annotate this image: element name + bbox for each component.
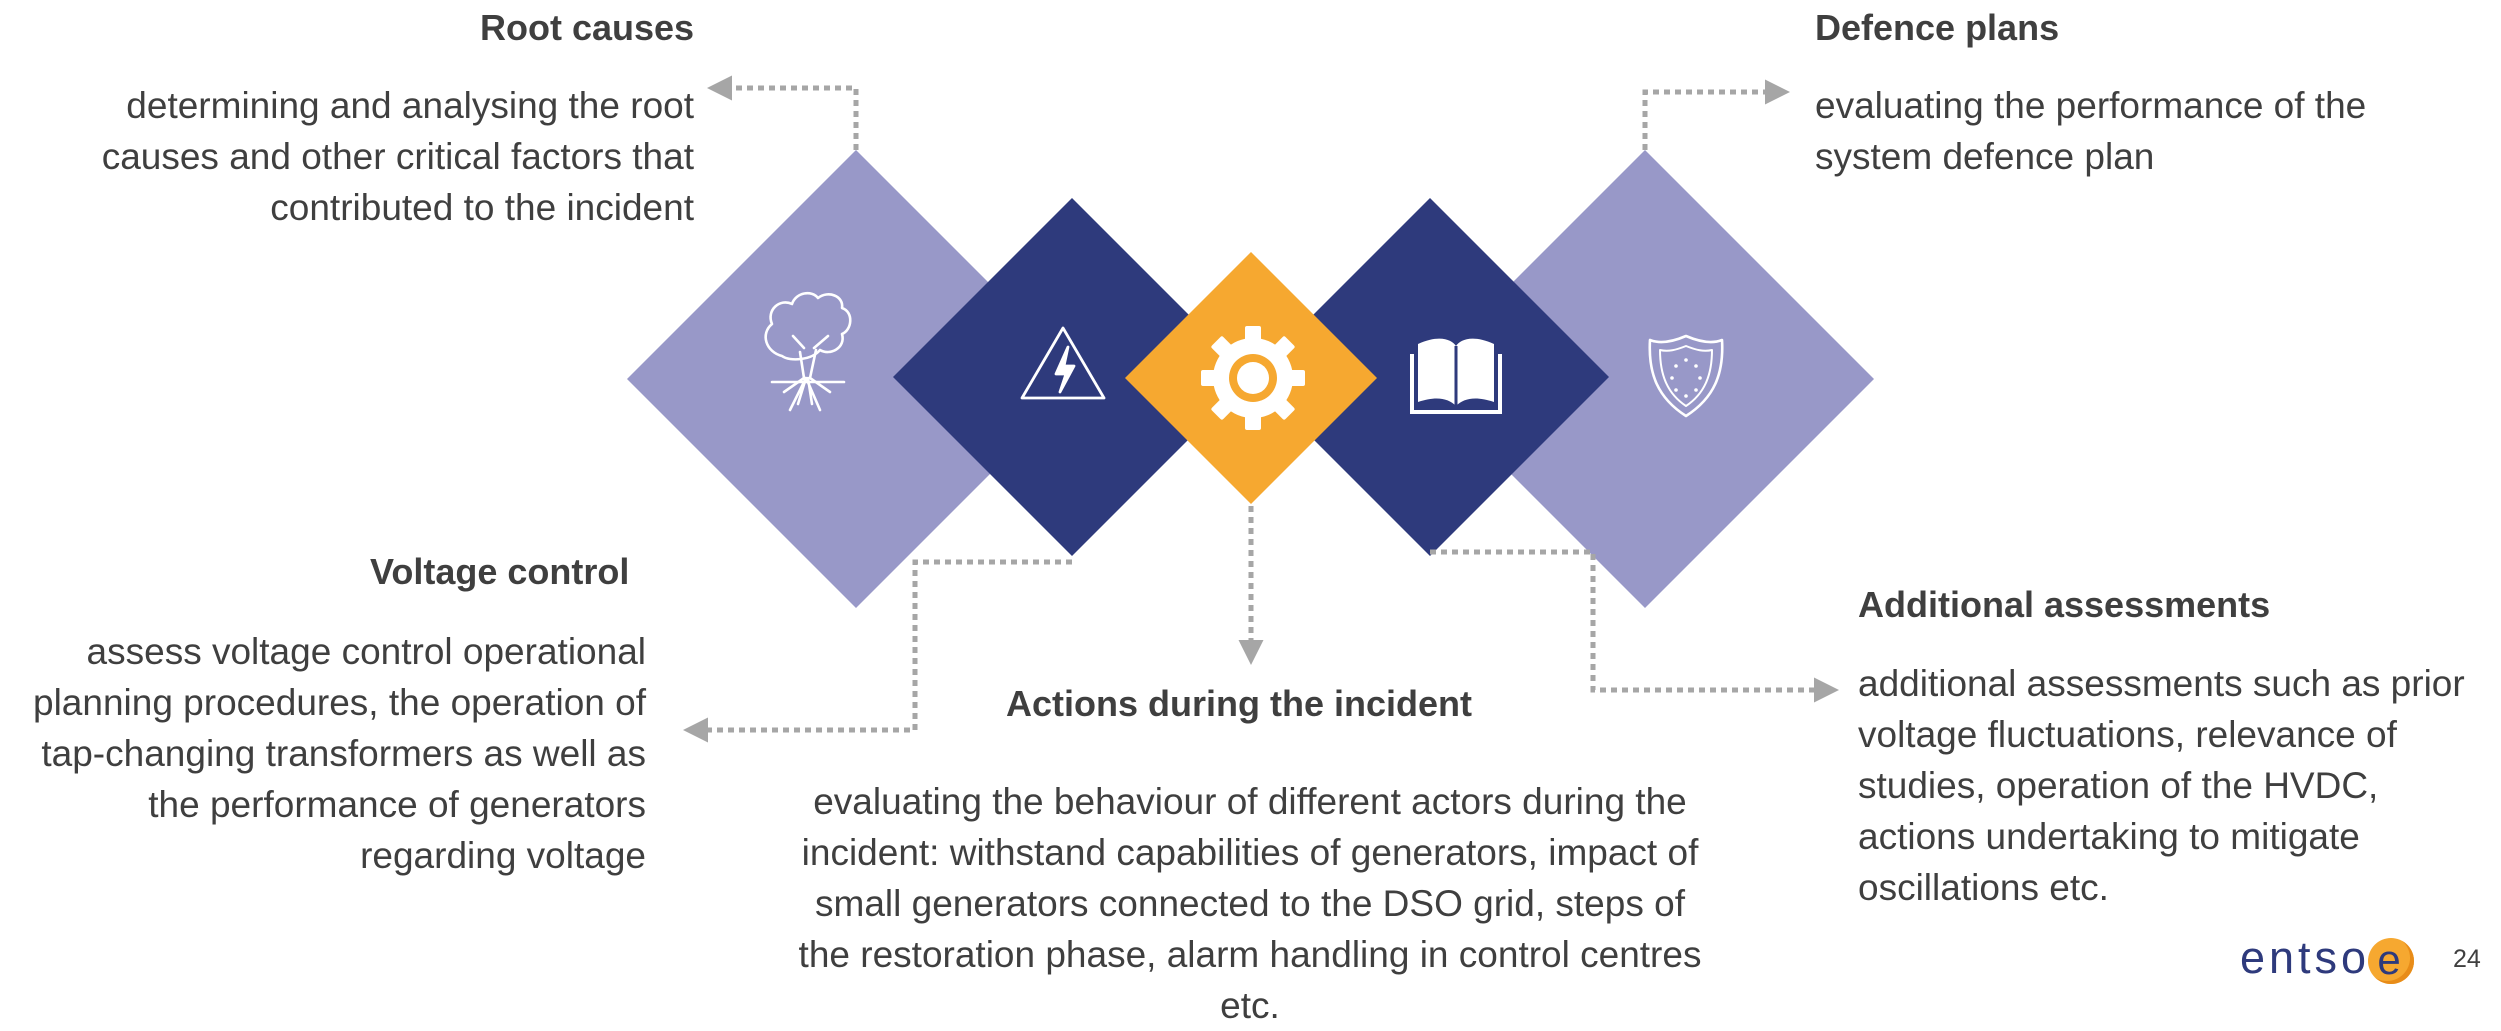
root-causes-title: Root causes — [480, 7, 695, 48]
connectors — [683, 75, 1839, 743]
shield-icon — [1648, 334, 1724, 418]
additional-assessments-text: additional assessments such as prior vol… — [1858, 663, 2465, 908]
root-causes-diamond — [627, 150, 1085, 608]
page-number: 24 — [2453, 945, 2481, 973]
voltage-control-diamond — [893, 198, 1251, 556]
voltage-control-title: Voltage control — [370, 551, 630, 592]
logo-e-icon: e — [2368, 938, 2415, 985]
actions-incident-text: evaluating the behaviour of different ac… — [798, 781, 1702, 1026]
logo-text: entso — [2240, 932, 2371, 983]
root-causes-text: determining and analysing the root cause… — [101, 85, 694, 228]
high-voltage-warning-icon — [1020, 326, 1106, 400]
connector-root-causes — [707, 75, 859, 150]
connector-defence-plans — [1642, 79, 1790, 150]
defence-plans-diamond — [1416, 150, 1874, 608]
gear-icon — [1201, 326, 1305, 430]
additional-assessments-title: Additional assessments — [1858, 584, 2271, 625]
connector-voltage-control — [683, 559, 1072, 743]
defence-plans-text: evaluating the performance of the system… — [1815, 85, 2367, 177]
open-book-icon — [1410, 338, 1502, 414]
tree-roots-icon — [764, 291, 852, 412]
actions-incident-title: Actions during the incident — [1006, 683, 1472, 724]
defence-plans-title: Defence plans — [1815, 7, 2060, 48]
connector-additional-assessments — [1430, 549, 1839, 703]
voltage-control-text: assess voltage control operational plann… — [33, 631, 646, 876]
